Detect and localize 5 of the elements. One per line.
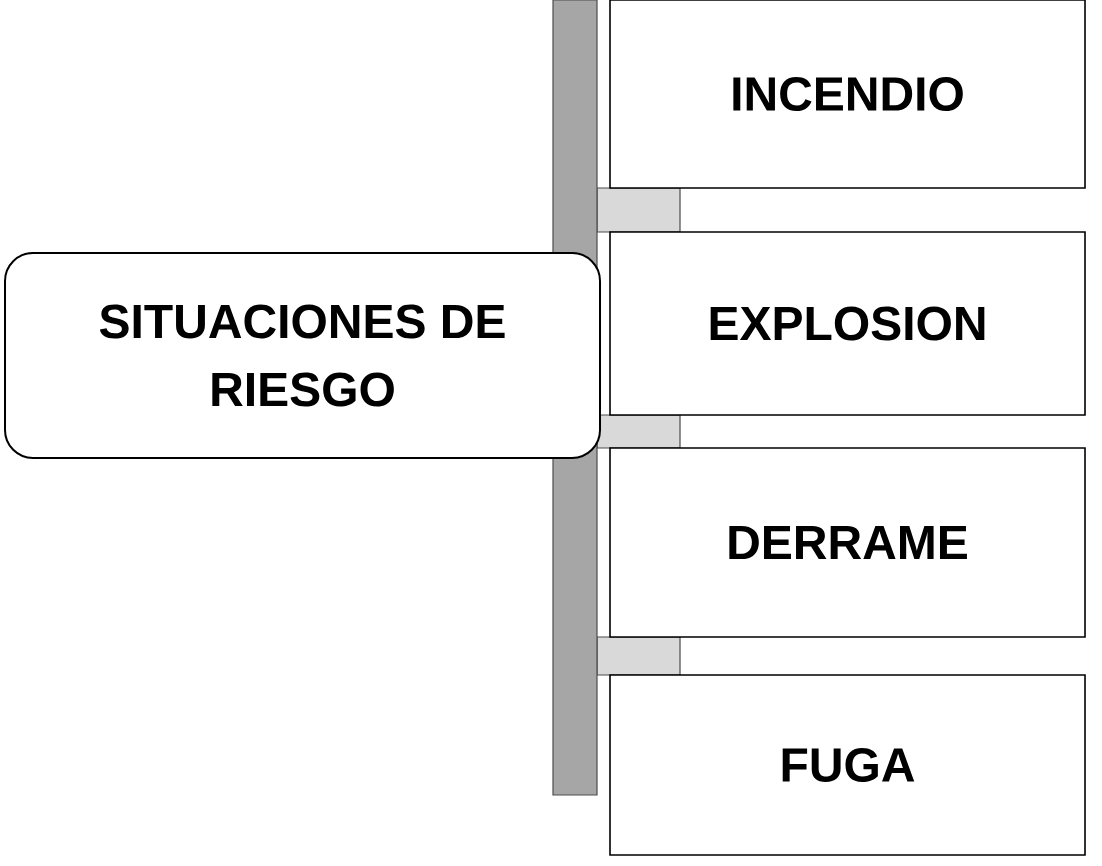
category-box: DERRAME: [609, 447, 1086, 638]
rounded-box: SITUACIONES DE RIESGO: [4, 252, 601, 459]
category-box: FUGA: [609, 674, 1086, 856]
category-box: INCENDIO: [609, 0, 1086, 189]
category-box: EXPLOSION: [609, 231, 1086, 416]
